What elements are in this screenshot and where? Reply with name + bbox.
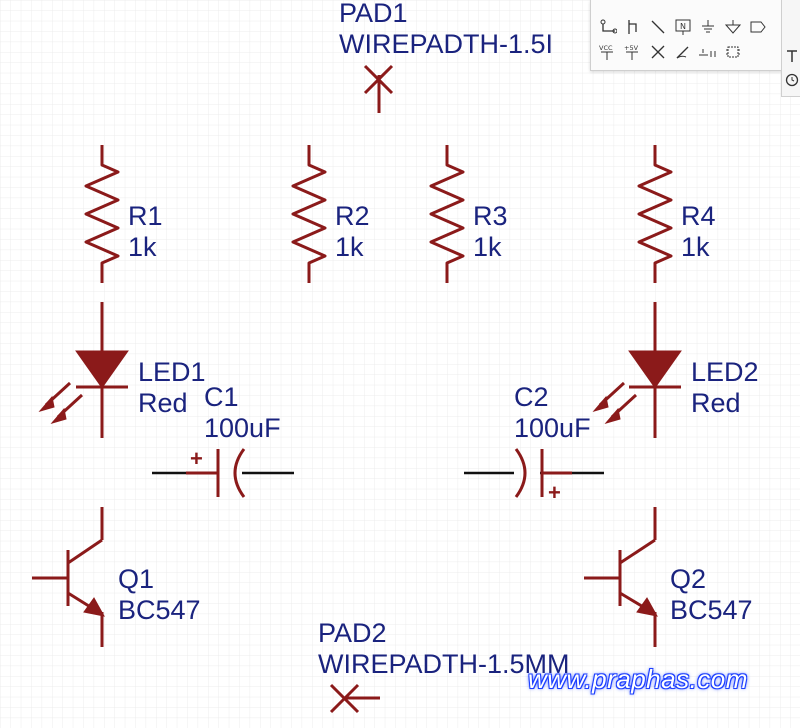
component-icon[interactable]: [722, 41, 743, 63]
toolbar-row-1: N: [597, 16, 768, 40]
resistor-r4[interactable]: [637, 145, 673, 283]
drawing-toolbar: N VCC +5V: [590, 0, 782, 71]
plus5v-icon[interactable]: +5V: [622, 41, 643, 63]
r3-value: 1k: [473, 232, 502, 262]
pad1-value: WIREPADTH-1.5I: [339, 29, 553, 59]
r2-ref: R2: [335, 201, 370, 231]
pin-icon[interactable]: [697, 41, 718, 63]
r2-value: 1k: [335, 232, 364, 262]
capacitor-c2[interactable]: [464, 448, 604, 498]
wire-tool-icon[interactable]: [597, 16, 618, 38]
net-label-icon[interactable]: N: [672, 16, 693, 38]
transistor-q1[interactable]: [32, 507, 105, 647]
led2-value: Red: [691, 388, 741, 418]
pad1-ref: PAD1: [339, 0, 408, 28]
svg-text:N: N: [680, 22, 686, 31]
right-sidebar: [781, 0, 800, 97]
ground-icon[interactable]: [697, 16, 718, 38]
resistor-r2[interactable]: [291, 145, 327, 283]
led-led2[interactable]: [592, 302, 682, 438]
svg-text:+5V: +5V: [624, 44, 639, 52]
led-led1[interactable]: [38, 302, 129, 438]
pad2-value: WIREPADTH-1.5MM: [318, 649, 570, 679]
r1-value: 1k: [128, 232, 157, 262]
ground-triangle-icon[interactable]: [722, 16, 743, 38]
r4-ref: R4: [681, 201, 716, 231]
clock-icon[interactable]: [782, 68, 800, 92]
pad2-ref: PAD2: [318, 618, 387, 648]
line-icon[interactable]: [647, 16, 668, 38]
r3-ref: R3: [473, 201, 508, 231]
resistor-r3[interactable]: [429, 145, 465, 283]
c2-value: 100uF: [514, 413, 591, 443]
pen-icon[interactable]: [672, 41, 693, 63]
capacitor-c1[interactable]: [152, 448, 294, 498]
c2-polarity: +: [548, 480, 561, 505]
bus-entry-icon[interactable]: [622, 16, 643, 38]
resistor-r1[interactable]: [84, 145, 120, 283]
svg-text:VCC: VCC: [599, 44, 613, 52]
c1-value: 100uF: [204, 413, 281, 443]
q2-ref: Q2: [670, 564, 706, 594]
pad2-symbol[interactable]: [329, 683, 380, 714]
q2-value: BC547: [670, 595, 753, 625]
led1-ref: LED1: [138, 357, 206, 387]
text-icon[interactable]: [782, 44, 800, 68]
c2-ref: C2: [514, 382, 549, 412]
led1-value: Red: [138, 388, 188, 418]
c1-polarity: +: [190, 446, 203, 471]
no-connect-icon[interactable]: [647, 41, 668, 63]
pad1-symbol[interactable]: [363, 64, 394, 113]
r4-value: 1k: [681, 232, 710, 262]
toolbar-row-2: VCC +5V: [597, 41, 743, 65]
led2-ref: LED2: [691, 357, 759, 387]
q1-ref: Q1: [118, 564, 154, 594]
r1-ref: R1: [128, 201, 163, 231]
q1-value: BC547: [118, 595, 201, 625]
port-icon[interactable]: [747, 16, 768, 38]
watermark-text: www.praphas.com: [528, 664, 748, 694]
transistor-q2[interactable]: [584, 507, 658, 647]
vcc-icon[interactable]: VCC: [597, 41, 618, 63]
c1-ref: C1: [204, 382, 239, 412]
